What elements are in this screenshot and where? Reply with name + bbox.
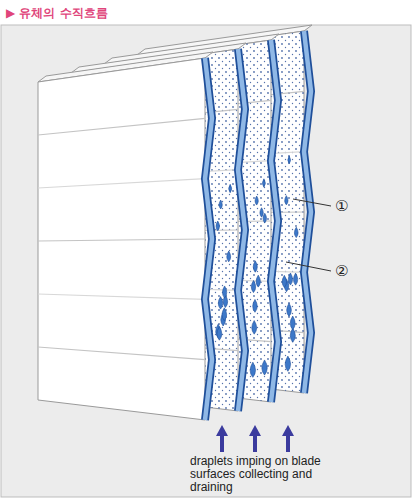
droplets <box>216 156 298 377</box>
callout-number: ② <box>335 264 348 279</box>
droplet <box>222 286 226 298</box>
blade-crease <box>38 118 205 135</box>
blade-edge <box>271 40 278 402</box>
droplet <box>290 328 295 342</box>
blade <box>38 52 213 420</box>
droplet <box>222 308 227 321</box>
blade-edge <box>238 49 245 411</box>
arrow-head <box>282 425 294 436</box>
blade-face <box>38 58 205 420</box>
panel <box>1 25 411 497</box>
droplet <box>294 227 298 237</box>
droplet <box>285 196 288 205</box>
droplet <box>285 356 290 371</box>
droplet <box>255 196 258 205</box>
droplet <box>252 321 257 335</box>
blade-edge <box>238 49 245 411</box>
blade-crease <box>38 239 205 241</box>
droplet <box>253 261 257 272</box>
blade-edge <box>205 58 212 420</box>
blade-crease <box>38 294 205 299</box>
droplet <box>263 213 266 223</box>
callout-number: ① <box>335 199 348 214</box>
leader-line <box>286 262 331 271</box>
blade-edge <box>205 58 212 420</box>
blade-crease <box>38 347 205 360</box>
droplet <box>290 316 295 330</box>
droplet <box>251 280 255 292</box>
droplet <box>282 275 286 287</box>
blade-edge <box>304 31 311 393</box>
flow-arrow <box>220 434 224 452</box>
blade-stack <box>38 25 312 420</box>
arrow-head <box>249 425 261 436</box>
leader-line <box>293 199 331 206</box>
droplet <box>219 200 222 209</box>
droplet <box>250 362 255 377</box>
droplet <box>260 208 263 217</box>
droplet <box>218 297 222 310</box>
flow-arrows <box>216 425 294 452</box>
arrow-head <box>216 425 228 436</box>
droplet <box>227 251 231 262</box>
blade-edge <box>304 31 311 393</box>
droplet <box>217 327 222 341</box>
blade-crease <box>38 179 205 188</box>
droplet <box>288 156 291 164</box>
droplet <box>287 303 292 316</box>
droplet <box>288 273 292 285</box>
droplet <box>262 179 265 187</box>
flow-arrow <box>253 434 257 452</box>
title: ▶ 유체의 수직흐름 <box>6 5 108 22</box>
blade-edge <box>271 40 278 402</box>
droplet <box>293 273 297 285</box>
droplet <box>256 275 260 287</box>
caption-note: draplets imping on blade surfaces collec… <box>190 455 322 494</box>
droplet <box>216 221 219 231</box>
flow-arrow <box>286 434 290 452</box>
droplet <box>229 184 232 192</box>
droplet <box>262 360 267 375</box>
droplet <box>253 299 258 312</box>
